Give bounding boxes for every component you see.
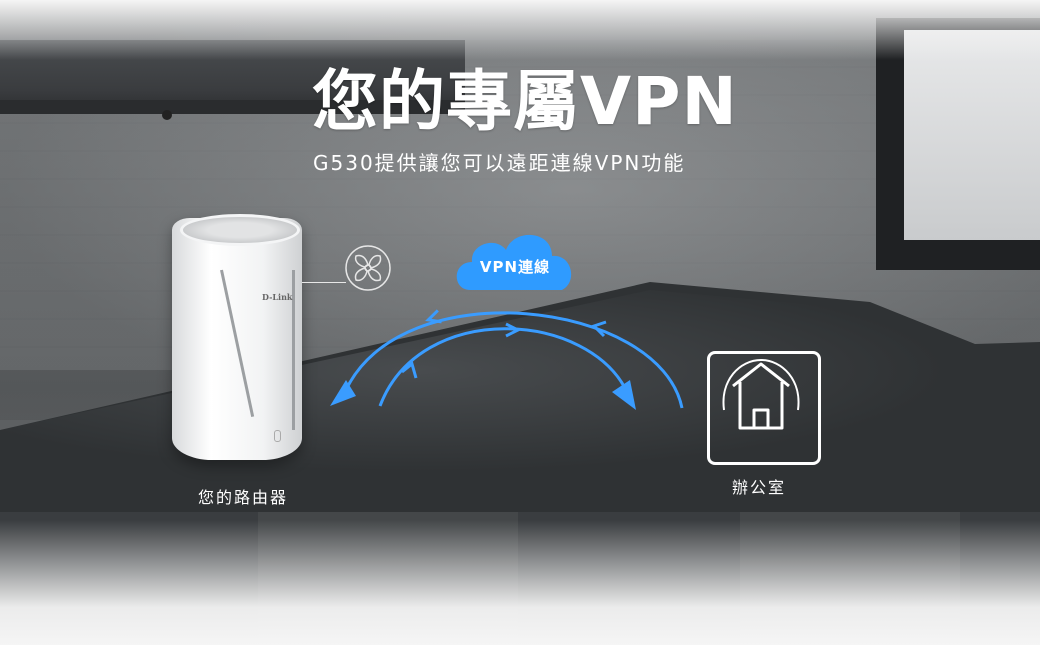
callout-line (302, 282, 346, 283)
house-wifi-icon (722, 359, 800, 430)
cloud-icon (456, 234, 572, 290)
arrow-chevron-outer-1 (425, 309, 442, 324)
vpn-arc-outer (343, 311, 684, 409)
arrow-head-router (330, 380, 356, 406)
arrow-chevron-inner-2 (505, 322, 522, 338)
office-label: 辦公室 (732, 478, 787, 497)
vpn-arc-inner (378, 327, 630, 407)
office-icon-box (707, 351, 821, 465)
router-label: 您的路由器 (198, 488, 289, 507)
router-top (180, 214, 300, 246)
fan-icon (345, 245, 391, 291)
page-title: 您的專屬VPN (312, 63, 738, 140)
arrow-chevron-outer-2 (591, 320, 607, 338)
router-brand-logo: D-Link (262, 292, 293, 302)
page-subtitle: G530提供讓您可以遠距連線VPN功能 (313, 151, 686, 175)
arrow-chevron-inner-1 (401, 361, 418, 379)
arrow-head-office (612, 380, 636, 410)
router-led (274, 430, 281, 442)
cloud-label: VPN連線 (479, 258, 551, 276)
